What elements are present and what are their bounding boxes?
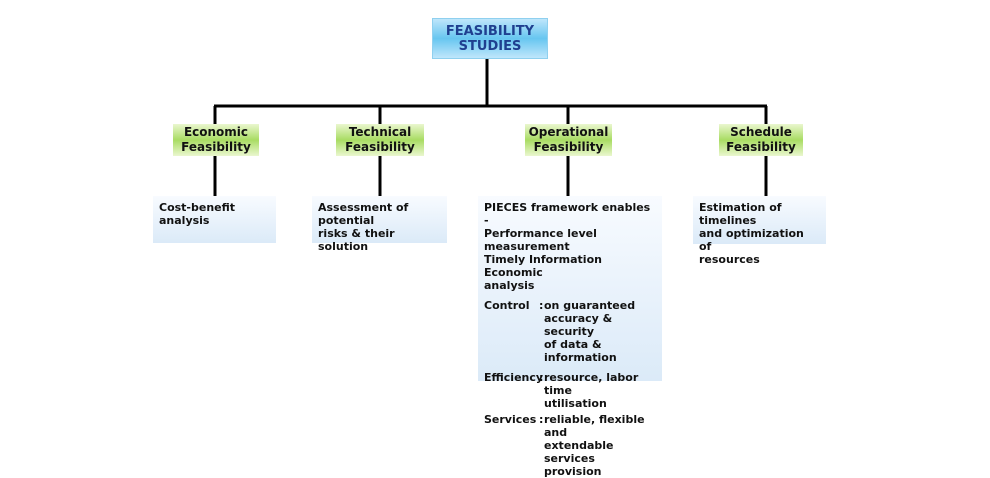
- schedule-label-line1: Schedule: [730, 125, 792, 139]
- pieces-value-line: utilisation: [544, 397, 607, 410]
- schedule-desc-line: and optimization of: [699, 227, 804, 253]
- economic-description: Cost-benefit analysis: [153, 196, 276, 243]
- pieces-value-services: reliable, flexible and extendable servic…: [544, 413, 656, 478]
- pieces-item-control: Control : on guaranteed accuracy & secur…: [484, 299, 656, 364]
- operational-description: PIECES framework enables - Performance l…: [478, 196, 662, 478]
- pieces-key-efficiency: Efficiency: [484, 371, 544, 384]
- pieces-value-line: accuracy & security: [544, 312, 613, 338]
- node-operational-feasibility: Operational Feasibility: [525, 124, 612, 156]
- operational-intro-line: Timely Information Economic: [484, 253, 602, 279]
- pieces-key-control: Control: [484, 299, 530, 312]
- economic-desc-line: Cost-benefit analysis: [159, 201, 236, 227]
- node-technical-feasibility: Technical Feasibility: [336, 124, 424, 156]
- node-schedule-feasibility: Schedule Feasibility: [719, 124, 803, 156]
- pieces-value-line: resource, labor time: [544, 371, 639, 397]
- connector-lines: [213, 59, 768, 196]
- pieces-item-efficiency: Efficiency : resource, labor time utilis…: [484, 371, 656, 410]
- economic-label-line2: Feasibility: [181, 140, 251, 154]
- pieces-key-services: Services: [484, 413, 537, 426]
- schedule-description: Estimation of timelines and optimization…: [693, 196, 826, 266]
- pieces-colon: :: [539, 299, 544, 312]
- pieces-item-services: Services : reliable, flexible and extend…: [484, 413, 656, 478]
- pieces-value-efficiency: resource, labor time utilisation: [544, 371, 656, 410]
- operational-intro-line: Performance level measurement: [484, 227, 597, 253]
- root-node-feasibility-studies: FEASIBILITY STUDIES: [432, 18, 548, 59]
- schedule-label-line2: Feasibility: [726, 140, 796, 154]
- node-economic-feasibility: Economic Feasibility: [173, 124, 259, 156]
- operational-label-line1: Operational: [528, 125, 609, 139]
- root-label-line1: FEASIBILITY: [445, 23, 535, 39]
- schedule-desc-line: Estimation of timelines: [699, 201, 782, 227]
- technical-label-line2: Feasibility: [345, 140, 415, 154]
- pieces-value-control: on guaranteed accuracy & security of dat…: [544, 299, 656, 364]
- pieces-value-line: extendable services: [544, 439, 614, 465]
- operational-label-line2: Feasibility: [533, 140, 604, 154]
- schedule-desc-line: resources: [699, 253, 760, 266]
- pieces-value-line: reliable, flexible and: [544, 413, 645, 439]
- root-label-line2: STUDIES: [458, 38, 522, 54]
- operational-intro-line: analysis: [484, 279, 535, 292]
- operational-intro-line: PIECES framework enables -: [484, 201, 651, 227]
- technical-label-line1: Technical: [348, 125, 412, 139]
- technical-desc-line: risks & their solution: [318, 227, 395, 253]
- pieces-value-line: of data & information: [544, 338, 617, 364]
- technical-description: Assessment of potential risks & their so…: [312, 196, 447, 253]
- pieces-value-line: on guaranteed: [544, 299, 636, 312]
- pieces-value-line: provision: [544, 465, 602, 478]
- pieces-colon: :: [539, 371, 544, 384]
- technical-desc-line: Assessment of potential: [318, 201, 409, 227]
- economic-label-line1: Economic: [183, 125, 249, 139]
